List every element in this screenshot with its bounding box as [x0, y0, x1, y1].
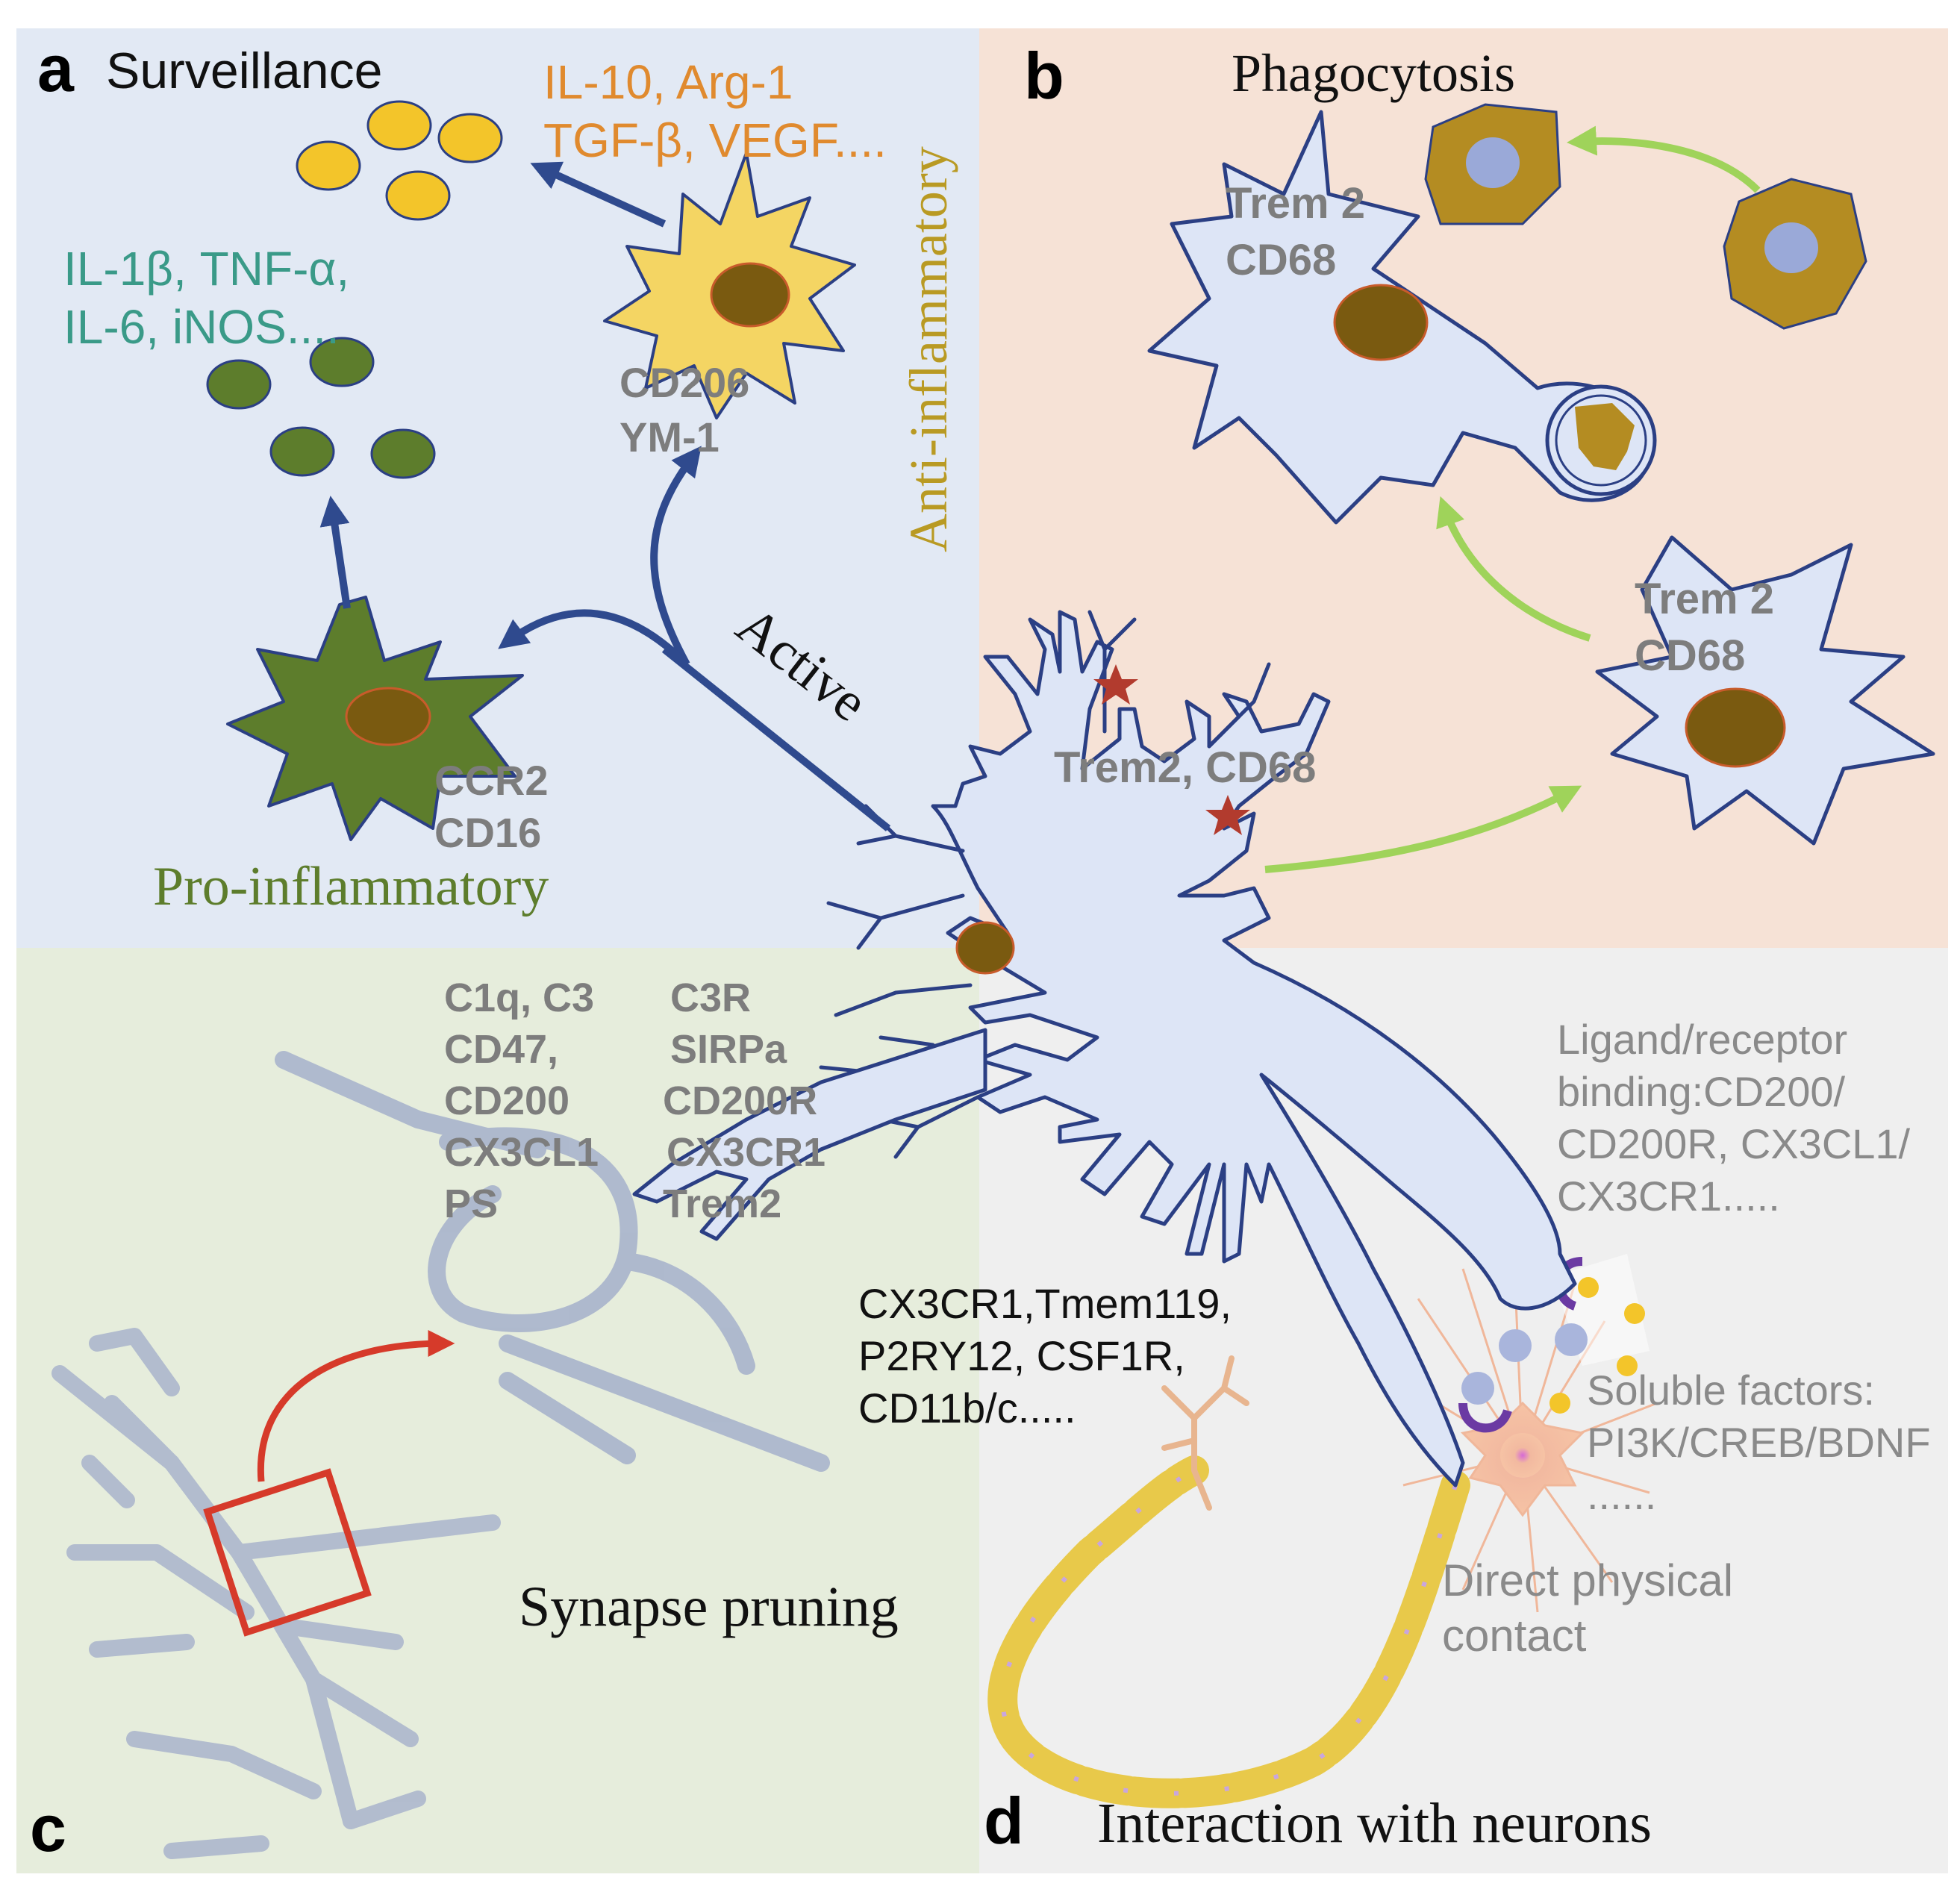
ligand-receptor-line: CD200R, CX3CL1/ — [1557, 1120, 1911, 1167]
anti-inflammatory-label: Anti-inflammatory — [899, 146, 958, 552]
cd68-right: CD68 — [1635, 631, 1745, 680]
marker-star-1 — [1093, 664, 1138, 705]
direct-line: Direct physical — [1442, 1555, 1733, 1605]
activated-microglia-right — [1595, 535, 1935, 846]
pro-inflammatory-cell — [226, 596, 524, 841]
zoom-box — [203, 1468, 372, 1637]
microglia-processes — [819, 610, 1271, 1159]
marker-line: CD11b/c..... — [858, 1384, 1076, 1432]
synapse-bouton-sketch — [275, 1051, 830, 1472]
ligand-line: CD200 — [444, 1078, 569, 1123]
pro-inflammatory-label: Pro-inflammatory — [153, 856, 549, 917]
panel-a-letter: a — [37, 31, 75, 105]
direct-contact-text: Direct physical contact — [1442, 1555, 1733, 1661]
pro-factors-line1: IL-1β, TNF-α, — [63, 242, 349, 296]
synapse-ligands: C1q, C3 CD47, CD200 CX3CL1 PS — [444, 975, 599, 1226]
panel-b-title: Phagocytosis — [1232, 43, 1515, 103]
ligand-line: PS — [444, 1181, 498, 1226]
trem2-right: Trem 2 — [1635, 575, 1774, 623]
receptor-line: CD200R — [663, 1078, 817, 1123]
apoptotic-cell-right — [1723, 178, 1867, 330]
apoptotic-cell-top — [1424, 103, 1561, 225]
pro-inflammatory-factors — [206, 337, 436, 479]
soluble-line: ...... — [1587, 1471, 1656, 1518]
receptor-line: C3R — [670, 975, 751, 1020]
marker-line: P2RY12, CSF1R, — [858, 1332, 1185, 1379]
central-microglia-nucleus — [955, 921, 1015, 975]
pro-factors-line2: IL-6, iNOS.... — [63, 300, 340, 354]
processes-to-synapse — [632, 1028, 987, 1241]
ligand-receptor-line: CX3CR1..... — [1557, 1173, 1780, 1220]
soluble-factors-text: Soluble factors: PI3K/CREB/BDNF ...... — [1587, 1367, 1931, 1518]
myelinated-axon — [987, 1455, 1470, 1808]
arrow-to-pro — [498, 609, 690, 667]
soluble-line: Soluble factors: — [1587, 1367, 1875, 1414]
ligand-line: CX3CL1 — [444, 1130, 599, 1175]
ligand-receptor-line: binding:CD200/ — [1557, 1068, 1845, 1115]
panel-b-letter: b — [1024, 39, 1064, 113]
receptor-line: Trem2 — [663, 1181, 781, 1226]
trem2-top: Trem 2 — [1226, 179, 1365, 228]
arrow-to-activated — [1264, 785, 1582, 873]
anti-factors-line1: IL-10, Arg-1 — [543, 55, 793, 109]
arrow-anti-to-factors — [530, 161, 667, 228]
active-arrow-main — [661, 646, 891, 831]
cd68-top: CD68 — [1226, 236, 1336, 284]
ligand-receptor-line: Ligand/receptor — [1557, 1016, 1847, 1063]
ccr2-label: CCR2 — [434, 757, 548, 804]
phagocytic-microglia — [1147, 110, 1657, 525]
arrow-to-anti — [650, 446, 702, 666]
panel-c-title: Synapse pruning — [519, 1576, 899, 1638]
panel-c-letter: c — [30, 1791, 66, 1865]
zoom-arrow — [257, 1330, 455, 1482]
trem2-cd68-center: Trem2, CD68 — [1054, 743, 1316, 792]
panel-d-title: Interaction with neurons — [1097, 1792, 1652, 1855]
arrow-engulf-target — [1567, 125, 1761, 193]
cd206-label: CD206 — [619, 359, 749, 406]
ligand-line: C1q, C3 — [444, 975, 594, 1020]
anti-factors-line2: TGF-β, VEGF.... — [543, 113, 887, 167]
ligand-line: CD47, — [444, 1027, 558, 1072]
panel-a-background — [16, 28, 979, 948]
panel-d-letter: d — [984, 1784, 1024, 1858]
ym1-label: YM-1 — [619, 413, 720, 461]
panel-a-title: Surveillance — [106, 43, 382, 99]
ligand-receptor-text: Ligand/receptor binding:CD200/ CD200R, C… — [1557, 1016, 1911, 1220]
marker-star-2 — [1205, 795, 1250, 835]
arrow-pro-to-factors — [319, 496, 351, 609]
dendrite-sketch — [52, 1328, 501, 1859]
marker-line: CX3CR1,Tmem119, — [858, 1280, 1232, 1327]
anti-inflammatory-cell — [603, 152, 856, 419]
cd16-label: CD16 — [434, 809, 541, 856]
synapse-receptors: C3R SIRPa CD200R CX3CR1 Trem2 — [663, 975, 825, 1226]
homeostatic-markers: CX3CR1,Tmem119, P2RY12, CSF1R, CD11b/c..… — [858, 1280, 1232, 1432]
neuron-dendrite-small — [1161, 1355, 1249, 1511]
receptor-line: CX3CR1 — [667, 1130, 825, 1175]
anti-inflammatory-factors — [296, 100, 503, 221]
soluble-line: PI3K/CREB/BDNF — [1587, 1419, 1931, 1466]
arrow-to-phagocytic — [1436, 496, 1591, 642]
receptor-line: SIRPa — [670, 1027, 787, 1072]
direct-line: contact — [1442, 1611, 1587, 1661]
